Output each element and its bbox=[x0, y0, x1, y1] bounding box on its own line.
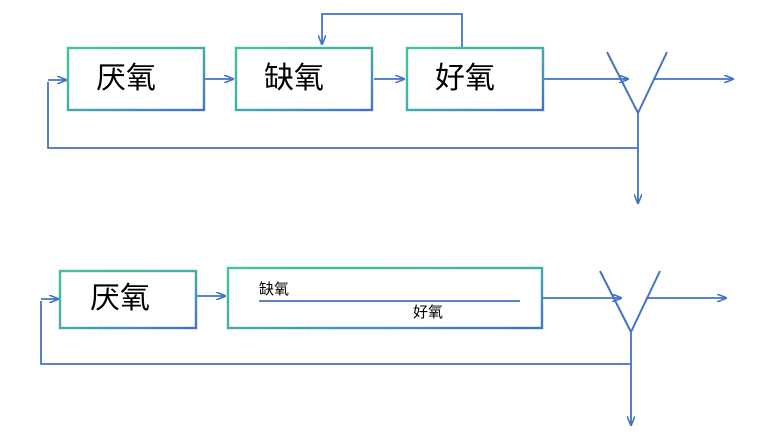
box-upper-anaerobic[interactable] bbox=[66, 46, 206, 112]
box-upper-anoxic[interactable] bbox=[234, 46, 374, 112]
upper-clarifier-left-wall bbox=[606, 51, 639, 114]
lower-sludge-return-line bbox=[40, 301, 631, 365]
upper-sludge-return-line bbox=[47, 82, 638, 149]
box-upper-aerobic[interactable] bbox=[405, 46, 545, 112]
lower-clarifier-left-wall bbox=[599, 270, 632, 333]
box-lower-combined-anoxic-aerobic[interactable] bbox=[226, 266, 544, 330]
upper-internal-recycle-loop bbox=[322, 13, 463, 47]
lower-clarifier-right-wall bbox=[630, 270, 661, 333]
upper-clarifier-right-wall bbox=[637, 51, 668, 114]
box-lower-anaerobic[interactable] bbox=[58, 269, 198, 330]
